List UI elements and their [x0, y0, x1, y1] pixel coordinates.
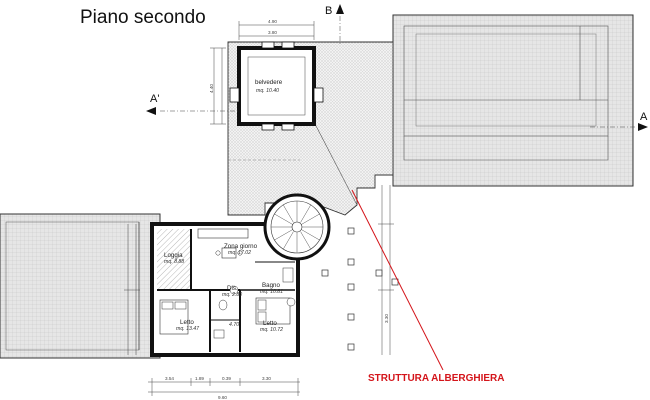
roof-left [0, 213, 161, 359]
dimension-bottom: 3.54 1.89 0.39 3.30 9.60 [148, 376, 300, 400]
dimension-bottom-3: 0.39 [222, 376, 231, 381]
room-belvedere-area: mq. 10.40 [256, 88, 279, 94]
dimension-left-apartment [124, 224, 140, 355]
section-marker-a: A [590, 111, 648, 131]
room-belvedere-label: belvedere [255, 79, 283, 86]
annotation-text: STRUTTURA ALBERGHIERA [368, 373, 504, 384]
room-letto-1-label: Letto [180, 319, 194, 326]
room-dis-label: Dis. [227, 285, 238, 292]
dimension-left: 4.40 [209, 47, 226, 125]
room-bagno-area: mq. 10.81 [260, 289, 283, 295]
room-zona-giorno-area: mq. 17.02 [228, 250, 251, 256]
dimension-bottom-2: 1.89 [195, 376, 204, 381]
room-letto-2-label: Letto [263, 320, 277, 327]
dimension-top-inner: 3.80 [268, 30, 277, 35]
terrace-columns [321, 227, 399, 351]
room-wc-area: 4.70 [229, 322, 239, 328]
room-loggia-label: Loggia [164, 252, 183, 259]
annotation-struttura: STRUTTURA ALBERGHIERA [351, 189, 504, 384]
dimension-top-total: 4.90 [268, 19, 277, 24]
room-bagno-label: Bagno [262, 282, 280, 289]
room-dis-area: mq. 2.80 [222, 292, 242, 298]
room-belvedere: belvedere mq. 10.40 [229, 41, 324, 131]
section-label-b: B [325, 5, 332, 17]
plan-title: Piano secondo [80, 7, 206, 28]
section-label-a: A [640, 111, 648, 123]
section-marker-a-prime: A' [146, 93, 240, 115]
room-letto-2-area: mq. 10.72 [260, 327, 283, 333]
dimension-bottom-1: 3.54 [165, 376, 174, 381]
dimension-top: 4.90 3.80 [238, 19, 315, 40]
room-letto-1-area: mq. 13.47 [176, 326, 200, 332]
section-marker-b: B [325, 4, 344, 45]
dimension-bottom-total: 9.60 [218, 395, 227, 400]
dimension-left-value: 4.40 [209, 84, 214, 93]
spiral-staircase [263, 193, 331, 261]
roof-right [392, 14, 634, 187]
dimension-right: 3.30 [378, 185, 394, 355]
section-label-a-prime: A' [150, 93, 159, 105]
dimension-right-value: 3.30 [384, 314, 389, 323]
dimension-bottom-4: 3.30 [262, 376, 271, 381]
section-arrow-right-icon [638, 123, 648, 131]
room-zona-giorno-label: Zona giorno [224, 243, 258, 250]
room-loggia-area: mq. 8.88 [164, 259, 184, 265]
section-arrow-up-icon [336, 4, 344, 14]
section-arrow-left-icon [146, 107, 156, 115]
